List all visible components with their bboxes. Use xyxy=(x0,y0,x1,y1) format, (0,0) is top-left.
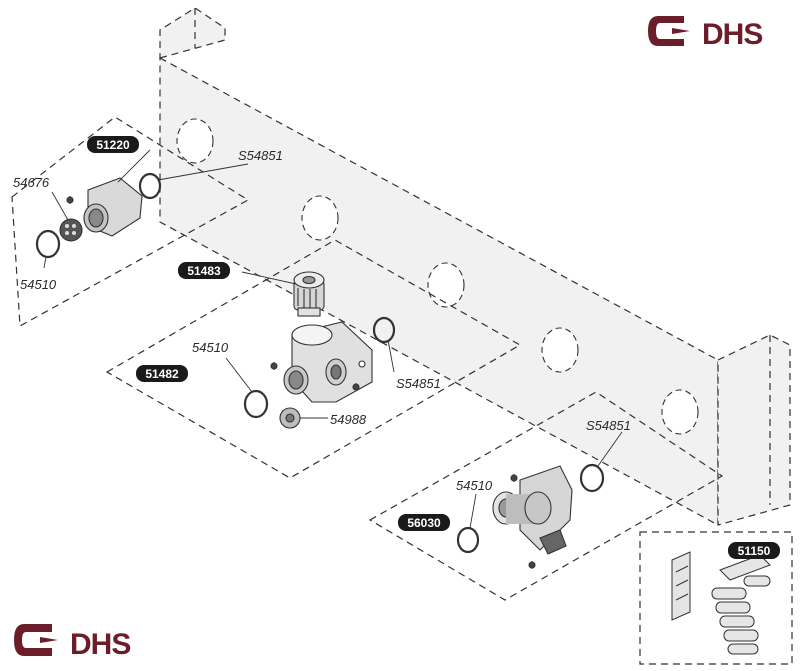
svg-text:DHS: DHS xyxy=(702,18,762,51)
plate-hole xyxy=(176,118,214,164)
callout-labels: 54676 54510 S54851 54510 S54851 54988 S5… xyxy=(13,148,631,493)
badge-51482: 51482 xyxy=(136,365,188,382)
part-51483-valve-head xyxy=(293,271,325,317)
plate-hole xyxy=(661,389,699,435)
group-56030-outline xyxy=(368,391,724,601)
filter-disc-54676 xyxy=(59,218,83,242)
plate-hole xyxy=(301,195,339,241)
plate-hole xyxy=(541,327,579,373)
part-51482-valve-body xyxy=(243,316,396,429)
label-54988: 54988 xyxy=(330,412,367,427)
badge-51220: 51220 xyxy=(87,136,139,153)
svg-text:51482: 51482 xyxy=(145,367,179,381)
svg-text:DHS: DHS xyxy=(70,628,130,661)
oring-s54851 xyxy=(138,172,162,200)
oring-s54851 xyxy=(579,463,605,493)
part-56030-fitting xyxy=(456,463,605,569)
terminal-block-part xyxy=(671,551,691,621)
leader-lines xyxy=(43,149,623,529)
svg-text:51220: 51220 xyxy=(96,138,130,152)
oring-s54851 xyxy=(372,316,396,344)
group-outlines xyxy=(11,116,724,601)
label-54510-c: 54510 xyxy=(456,478,493,493)
back-plate xyxy=(159,7,791,527)
dhs-logo-bottom-left: DHS xyxy=(14,624,131,661)
dhs-logo-top-right: DHS xyxy=(648,16,763,51)
label-54676: 54676 xyxy=(13,175,50,190)
part-badges: 51220 51483 51482 56030 51150 xyxy=(87,136,780,559)
label-54510-a: 54510 xyxy=(20,277,57,292)
oring-54510 xyxy=(243,389,269,419)
label-s54851-c: S54851 xyxy=(586,418,631,433)
plug-set-part xyxy=(711,554,771,655)
oring-54510 xyxy=(456,526,480,554)
label-s54851-a: S54851 xyxy=(238,148,283,163)
svg-text:51150: 51150 xyxy=(738,544,771,558)
svg-text:56030: 56030 xyxy=(407,516,441,530)
badge-56030: 56030 xyxy=(398,514,450,531)
group-51220-outline xyxy=(11,116,250,327)
label-s54851-b: S54851 xyxy=(396,376,441,391)
badge-51483: 51483 xyxy=(178,262,230,279)
label-54510-b: 54510 xyxy=(192,340,229,355)
part-51220-assembly xyxy=(35,172,162,259)
plate-hole xyxy=(427,262,465,308)
svg-text:51483: 51483 xyxy=(187,264,221,278)
oring-54510 xyxy=(35,229,61,259)
badge-51150: 51150 xyxy=(728,542,780,559)
